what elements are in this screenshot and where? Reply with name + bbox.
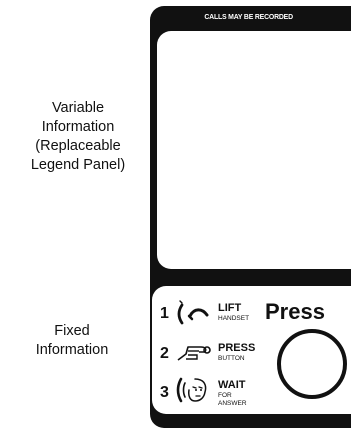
call-box-panel: CALLS MAY BE RECORDED 1 LIFT HANDSET 2 P… — [150, 6, 351, 428]
step-2-subtitle: BUTTON — [218, 355, 245, 362]
step-3-subtitle-line: FOR — [218, 392, 232, 399]
variable-information-label: Variable Information (Replaceable Legend… — [0, 99, 156, 175]
fixed-label-line: Fixed — [54, 323, 90, 339]
handset-icon — [177, 300, 209, 325]
fixed-information-panel: 1 LIFT HANDSET 2 PRESS BUTTON 3 — [152, 286, 351, 414]
variable-label-line: (Replaceable — [35, 138, 121, 154]
step-1-number: 1 — [160, 305, 169, 322]
step-1-subtitle: HANDSET — [218, 315, 250, 322]
step-2-title: PRESS — [218, 342, 256, 354]
variable-label-line: Legend Panel) — [30, 157, 126, 173]
listening-face-icon — [176, 377, 207, 403]
pointing-hand-icon — [177, 346, 211, 361]
step-3-subtitle-line: ANSWER — [218, 400, 247, 407]
step-3-number: 3 — [160, 384, 169, 401]
step-1-title: LIFT — [218, 302, 242, 314]
variable-label-line: Information — [41, 119, 115, 135]
fixed-information-label: Fixed Information — [22, 322, 122, 360]
fixed-label-line: Information — [35, 342, 109, 358]
step-3-title: WAIT — [218, 379, 246, 391]
press-title: Press — [265, 299, 325, 324]
variable-label-line: Variable — [51, 100, 105, 116]
calls-recorded-header: CALLS MAY BE RECORDED — [204, 12, 293, 21]
press-button[interactable] — [277, 329, 347, 399]
replaceable-legend-panel — [157, 31, 351, 269]
step-2-number: 2 — [160, 345, 169, 362]
